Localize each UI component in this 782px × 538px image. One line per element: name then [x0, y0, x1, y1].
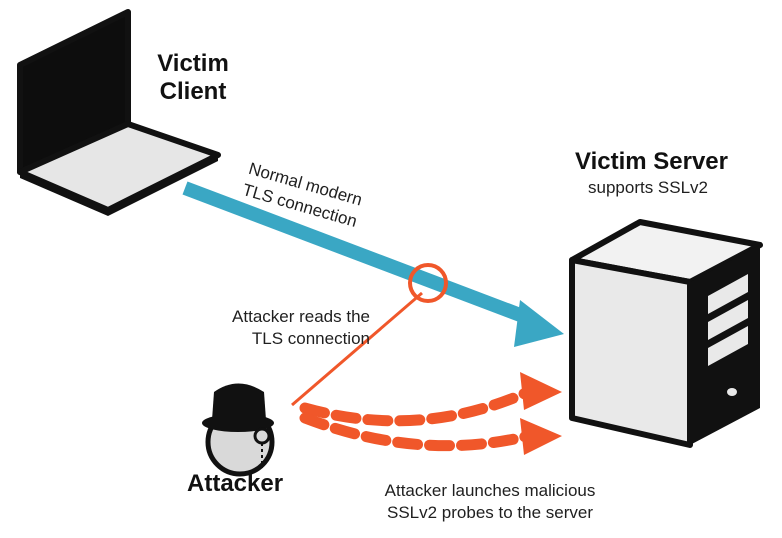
interception-line — [291, 291, 423, 407]
victim-client-label: Victim Client — [157, 50, 229, 105]
malicious-probes-arrows — [299, 372, 562, 455]
attacker-icon — [202, 383, 275, 477]
interception-circle — [408, 263, 448, 303]
server-tower-icon — [569, 219, 763, 448]
victim-server-title: Victim Server — [575, 148, 728, 175]
malicious-probes-label: Attacker launches malicious SSLv2 probes… — [384, 481, 596, 522]
attacker-label: Attacker — [187, 470, 284, 497]
tls-connection-arrow — [182, 181, 564, 347]
attacker-reads-label: Attacker reads the TLS connection — [232, 307, 370, 348]
laptop-icon — [17, 9, 221, 216]
victim-server-subtitle: supports SSLv2 — [588, 178, 709, 197]
